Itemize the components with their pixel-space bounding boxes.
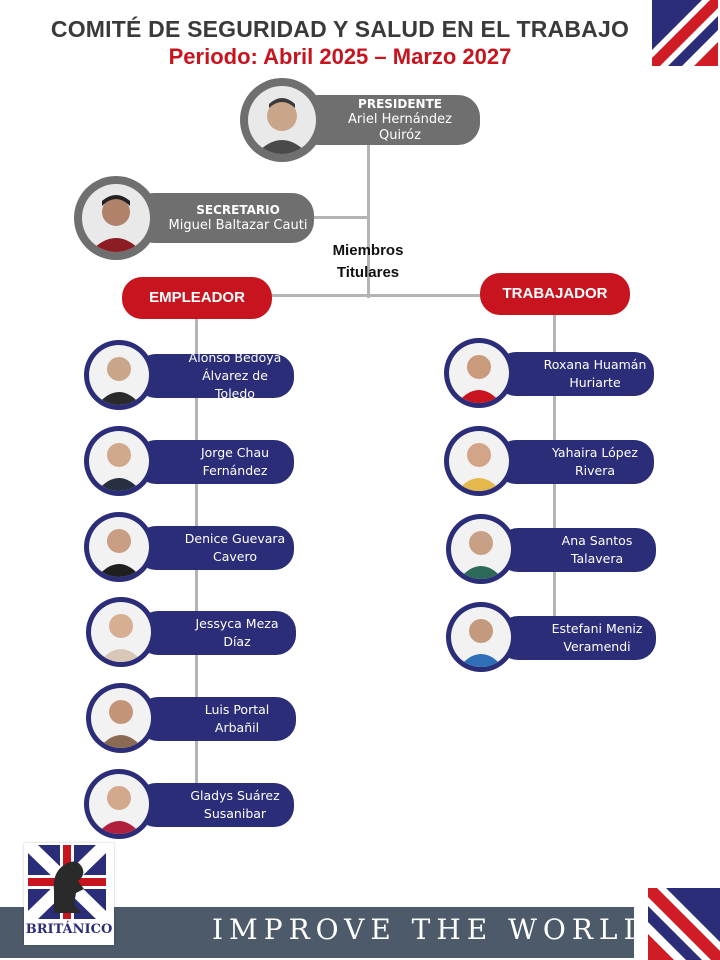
members-label-line1: Miembros xyxy=(332,242,404,259)
employer-member-photo xyxy=(86,597,156,667)
worker-member-photo xyxy=(446,602,516,672)
lion-flag-icon xyxy=(28,845,106,919)
member-name-line1: Yahaira López xyxy=(552,445,638,460)
member-name-line1: Luis Portal xyxy=(204,702,270,717)
branch-line xyxy=(266,294,492,297)
member-name-line1: Roxana Huamán xyxy=(543,357,647,372)
member-name-line2: Huriarte xyxy=(569,375,621,390)
worker-member-photo xyxy=(446,514,516,584)
footer-slogan: IMPROVE THE WORLD xyxy=(212,913,652,946)
member-name-line1: Alonso Bedoya xyxy=(188,350,282,365)
secretary-role: SECRETARIO xyxy=(196,203,280,217)
person-icon xyxy=(256,98,308,154)
member-name-line1: Jessyca Meza xyxy=(195,616,279,631)
president-photo xyxy=(240,78,324,162)
employer-member-card: Denice Guevara Cavero xyxy=(136,526,294,570)
employer-member-card: Jorge Chau Fernández xyxy=(136,440,294,484)
worker-member-card: Yahaira López Rivera xyxy=(496,440,654,484)
secretary-card: SECRETARIO Miguel Baltazar Cauti xyxy=(132,193,314,243)
member-name-line1: Ana Santos xyxy=(561,533,633,548)
person-icon xyxy=(99,614,143,662)
person-icon xyxy=(457,355,501,403)
member-name-line1: Gladys Suárez xyxy=(190,788,280,803)
employer-header: EMPLEADOR xyxy=(122,277,272,319)
member-name-line2: Cavero xyxy=(213,549,257,564)
member-name-line1: Denice Guevara xyxy=(184,531,286,546)
member-name-line2: Veramendi xyxy=(563,639,631,654)
britanico-logo xyxy=(24,843,114,945)
page-title: COMITÉ DE SEGURIDAD Y SALUD EN EL TRABAJ… xyxy=(50,16,630,42)
president-name-line2: Quiróz xyxy=(379,128,421,143)
worker-member-card: Roxana Huamán Huriarte xyxy=(496,352,654,396)
employer-member-photo xyxy=(84,769,154,839)
member-name-line2: Susanibar xyxy=(203,806,267,821)
employer-member-photo xyxy=(84,340,154,410)
person-icon xyxy=(97,443,141,491)
employer-member-photo xyxy=(84,512,154,582)
member-name-line2: Arbañil xyxy=(214,720,260,735)
employer-member-card: Jessyca Meza Díaz xyxy=(138,611,296,655)
person-icon xyxy=(457,443,501,491)
employer-member-card: Alonso Bedoya Álvarez de Toledo xyxy=(136,350,294,401)
worker-member-photo xyxy=(444,426,514,496)
president-name-line1: Ariel Hernández xyxy=(348,112,452,127)
person-icon xyxy=(97,786,141,834)
person-icon xyxy=(90,195,142,252)
secretary-connector xyxy=(300,216,370,219)
period-subtitle: Periodo: Abril 2025 – Marzo 2027 xyxy=(168,44,512,69)
trunk-line xyxy=(367,140,370,298)
president-card: PRESIDENTE Ariel Hernández Quiróz xyxy=(296,95,480,145)
worker-member-photo xyxy=(444,338,514,408)
member-name-line2: Talavera xyxy=(570,551,624,566)
worker-header: TRABAJADOR xyxy=(480,273,630,315)
secretary-photo xyxy=(74,176,158,260)
person-icon xyxy=(97,357,141,405)
worker-member-card: Estefani Meniz Veramendi xyxy=(498,616,656,660)
employer-member-photo xyxy=(86,683,156,753)
members-label: Miembros Titulares xyxy=(320,240,416,284)
logo-text: BRITÁNICO xyxy=(25,922,113,937)
member-name-line2: Díaz xyxy=(223,634,251,649)
person-icon xyxy=(99,700,143,748)
members-label-line2: Titulares xyxy=(336,264,400,281)
member-name-line1: Jorge Chau xyxy=(200,445,270,460)
employer-member-card: Luis Portal Arbañil xyxy=(138,697,296,741)
employer-member-card: Gladys Suárez Susanibar xyxy=(136,783,294,827)
worker-member-card: Ana Santos Talavera xyxy=(498,528,656,572)
employer-member-photo xyxy=(84,426,154,496)
person-icon xyxy=(97,529,141,577)
person-icon xyxy=(459,531,503,579)
member-name-line2: Fernández xyxy=(202,463,268,478)
member-name-line2: Álvarez de Toledo xyxy=(202,368,268,401)
secretary-name: Miguel Baltazar Cauti xyxy=(168,218,308,233)
union-flag-icon xyxy=(652,0,718,66)
union-flag-icon xyxy=(648,888,720,960)
president-role: PRESIDENTE xyxy=(358,97,442,111)
person-icon xyxy=(459,619,503,667)
member-name-line2: Rivera xyxy=(574,463,616,478)
member-name-line1: Estefani Meniz xyxy=(551,621,643,636)
